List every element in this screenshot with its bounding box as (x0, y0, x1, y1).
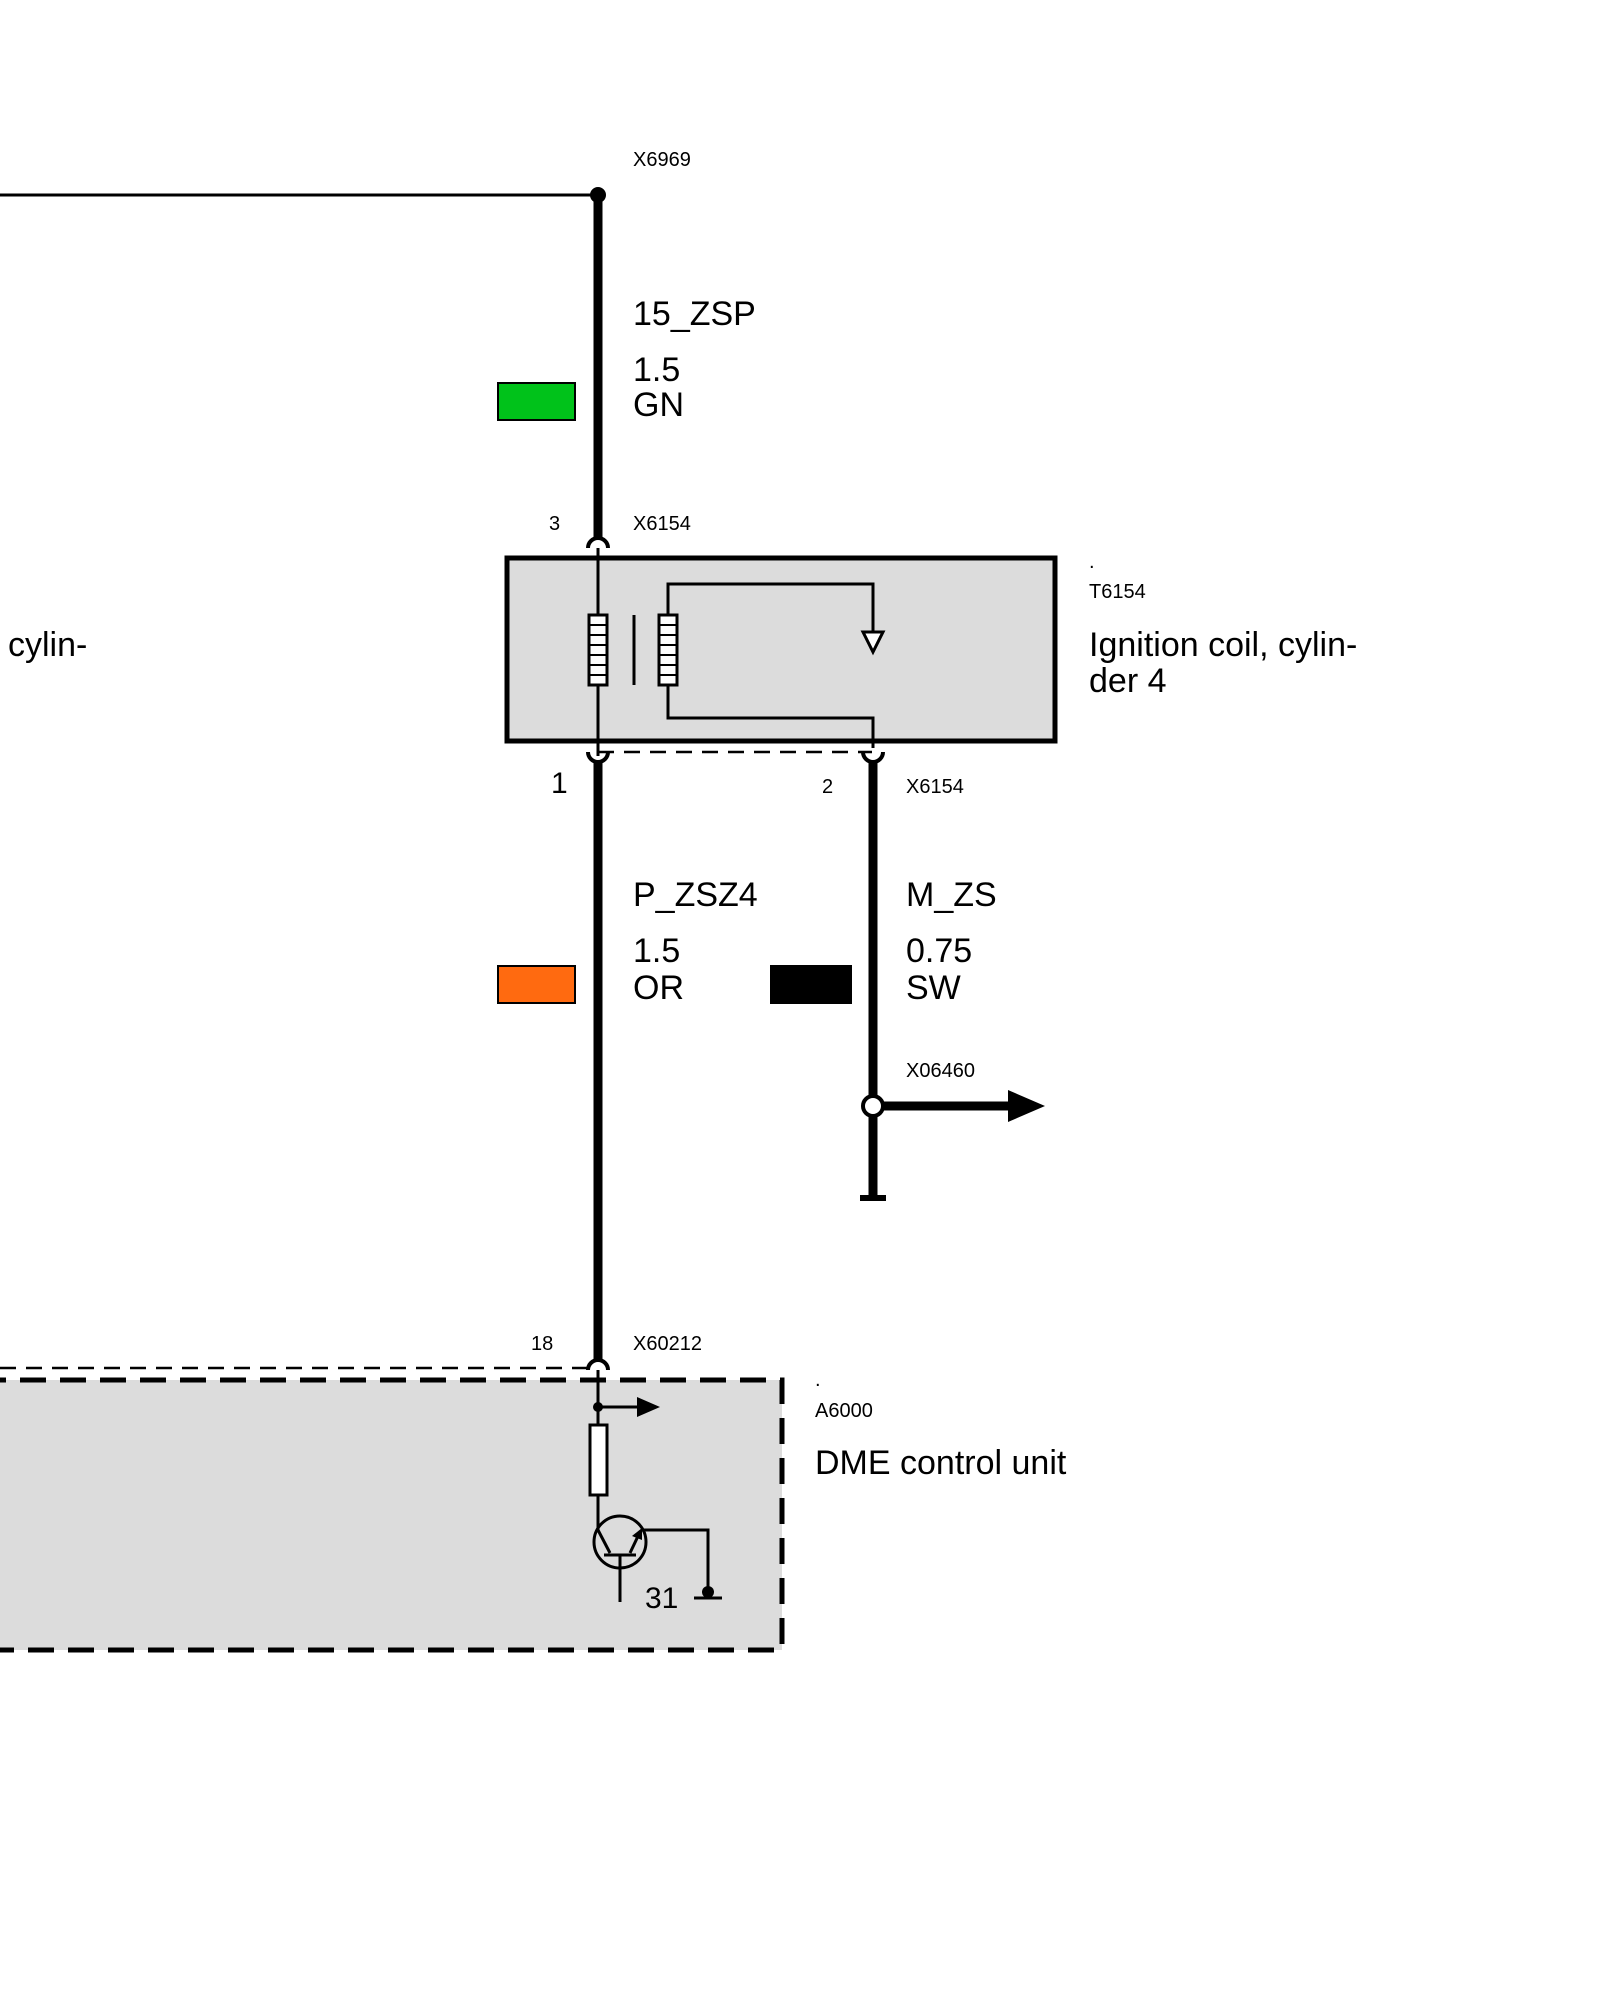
connector-x06460-label: X06460 (906, 1060, 975, 1082)
black-wire-color-swatch (770, 965, 852, 1004)
coil-pin1-label: 1 (551, 767, 568, 800)
connector-x6154-bottom-label: X6154 (906, 776, 964, 798)
ground-size-label: 0.75 (906, 932, 972, 970)
ground-31-label: 31 (645, 1582, 678, 1615)
coil-pin3-connector-cup (586, 536, 610, 549)
coil-name-line1: Ignition coil, cylin- (1089, 626, 1357, 664)
junction-x06460 (861, 1094, 885, 1118)
green-wire-color-swatch (497, 382, 576, 421)
dme-transistor-icon (592, 1514, 648, 1602)
spark-plug-lead (666, 582, 875, 632)
connector-x60212-label: X60212 (633, 1333, 702, 1355)
orange-wire-color-swatch (497, 965, 576, 1004)
supply-size-label: 1.5 (633, 351, 680, 389)
coil-pin2-connector-cup (861, 751, 885, 764)
ignition-color-label: OR (633, 969, 684, 1007)
left-cut-label: cylin- (8, 626, 87, 664)
ignition-size-label: 1.5 (633, 932, 680, 970)
coil-id-label: T6154 (1089, 581, 1146, 603)
continuation-arrow-icon (1008, 1090, 1045, 1122)
dme-pin18-connector-cup (586, 1358, 610, 1371)
coil-pin2-label: 2 (822, 776, 833, 798)
coil-name-line2: der 4 (1089, 662, 1167, 700)
dme-name-label: DME control unit (815, 1444, 1067, 1482)
spark-plug-arrow-icon (860, 630, 886, 656)
coil-dot: . (1089, 551, 1095, 573)
dme-resistor-icon (588, 1423, 609, 1497)
dme-control-unit-box (0, 1377, 785, 1653)
secondary-return-wire (666, 685, 875, 748)
ground-color-label: SW (906, 969, 961, 1007)
supply-signal-label: 15_ZSP (633, 295, 756, 333)
dme-ground-wire (642, 1528, 710, 1592)
coil-pin3-label: 3 (549, 513, 560, 535)
dme-dot: . (815, 1369, 821, 1391)
dme-signal-arrow-icon (637, 1397, 660, 1417)
primary-winding-icon (587, 613, 609, 687)
ignition-signal-label: P_ZSZ4 (633, 876, 758, 914)
connector-x6154-top-label: X6154 (633, 513, 691, 535)
dme-ground-dot (702, 1586, 714, 1598)
secondary-winding-icon (657, 613, 679, 687)
connector-x6969-label: X6969 (633, 149, 691, 171)
ground-signal-label: M_ZS (906, 876, 997, 914)
dme-pin18-label: 18 (531, 1333, 553, 1355)
supply-color-label: GN (633, 386, 684, 424)
dme-id-label: A6000 (815, 1400, 873, 1422)
